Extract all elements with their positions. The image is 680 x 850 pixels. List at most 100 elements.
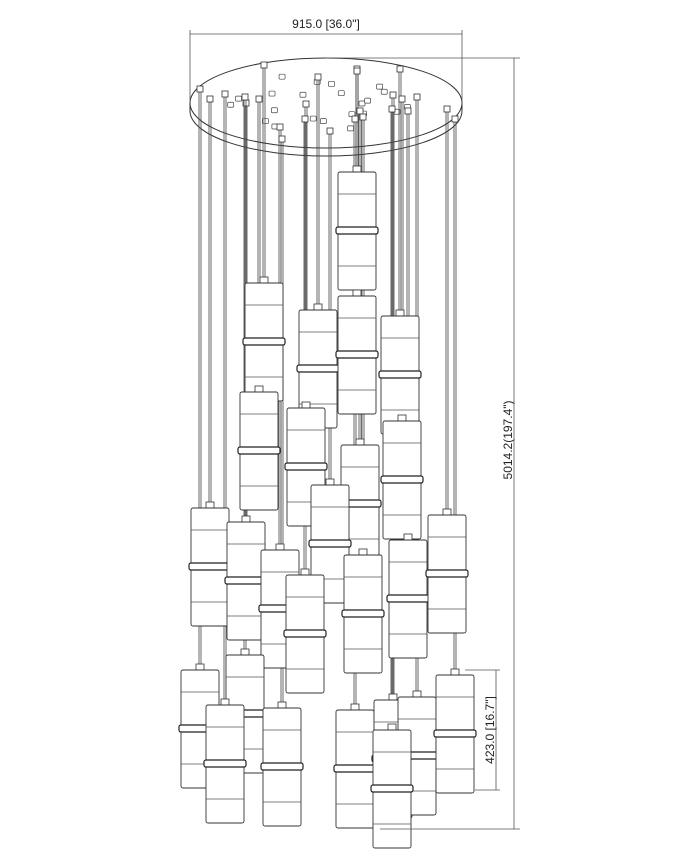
pendant-band bbox=[284, 462, 328, 471]
pendant-band bbox=[283, 629, 327, 638]
pendant-light bbox=[333, 703, 377, 829]
pendant-band bbox=[378, 370, 422, 379]
overall-height-label: 5014.2(197.4") bbox=[501, 401, 515, 480]
pendant-cap bbox=[352, 165, 362, 173]
pendant-band bbox=[260, 762, 304, 771]
canopy-port bbox=[364, 97, 371, 104]
cord-anchor bbox=[396, 65, 404, 73]
pendant-band bbox=[386, 594, 430, 603]
pendant-cap bbox=[355, 438, 365, 446]
pendant-light bbox=[308, 478, 352, 604]
pendant-cap bbox=[412, 690, 422, 698]
pendant-band bbox=[308, 539, 352, 548]
cord-anchor bbox=[302, 100, 310, 108]
overall-height-dimension: 5014.2(197.4") bbox=[326, 57, 520, 830]
canopy-port bbox=[309, 115, 317, 122]
pendant-cap bbox=[325, 478, 335, 486]
cord-anchor bbox=[196, 85, 204, 93]
pendant-band bbox=[242, 337, 286, 346]
pendant-band bbox=[380, 475, 424, 484]
width-dimension-label: 915.0 [36.0"] bbox=[292, 17, 360, 31]
canopy-port bbox=[299, 91, 307, 98]
pendant-band bbox=[341, 609, 385, 618]
pendant-cap bbox=[397, 414, 407, 422]
cord-anchor bbox=[206, 95, 214, 103]
pendant-cap bbox=[350, 703, 360, 711]
cord-anchor bbox=[276, 123, 284, 131]
pendant-cap bbox=[403, 533, 413, 541]
cord-anchor bbox=[443, 105, 451, 113]
cord-anchor bbox=[389, 91, 397, 99]
canopy-port bbox=[337, 90, 345, 97]
canopy-port bbox=[347, 125, 354, 132]
pendant-light bbox=[341, 548, 385, 674]
pendant-light bbox=[203, 698, 247, 824]
canopy-port bbox=[376, 83, 383, 90]
cord-anchor bbox=[255, 95, 263, 103]
pendant-cap bbox=[275, 543, 285, 551]
pendant-light bbox=[188, 501, 232, 627]
pendant-cap bbox=[241, 515, 251, 523]
cord-anchor bbox=[221, 90, 229, 98]
pendant-band bbox=[335, 226, 379, 235]
canopy-port bbox=[320, 118, 327, 125]
canopy-port bbox=[328, 80, 335, 87]
canopy-port bbox=[268, 90, 276, 97]
cord-anchor bbox=[351, 115, 359, 123]
pendant-cap bbox=[442, 508, 452, 516]
canopy-port bbox=[380, 88, 388, 95]
cord-anchor bbox=[398, 95, 406, 103]
canopy-port bbox=[235, 95, 242, 102]
pendant-cap bbox=[259, 276, 269, 284]
cord-anchor bbox=[353, 67, 361, 75]
pendant-cap bbox=[352, 289, 362, 297]
canopy-port bbox=[278, 73, 286, 80]
pendant-light bbox=[433, 668, 477, 794]
pendant-cap bbox=[387, 723, 397, 731]
pendant-band bbox=[425, 569, 469, 578]
cord-anchor bbox=[301, 115, 309, 123]
cord-anchor bbox=[260, 61, 268, 69]
pendant-band bbox=[333, 764, 377, 773]
pendant-light bbox=[223, 648, 267, 774]
cord-anchor bbox=[404, 107, 412, 115]
pendant-light bbox=[335, 289, 379, 415]
pendant-cap bbox=[254, 385, 264, 393]
canopy-port bbox=[227, 101, 235, 108]
pendant-cap bbox=[388, 693, 398, 701]
pendant-cap bbox=[220, 698, 230, 706]
pendant-light bbox=[237, 385, 281, 511]
pendant-cap bbox=[240, 648, 250, 656]
cord-anchor bbox=[451, 115, 459, 123]
pendant-light bbox=[370, 723, 414, 849]
pendant-light bbox=[380, 414, 424, 540]
canopy bbox=[189, 57, 463, 157]
pendant-light bbox=[242, 276, 286, 402]
pendant-band bbox=[433, 729, 477, 738]
canopy-port bbox=[358, 100, 366, 107]
pendant-light bbox=[425, 508, 469, 634]
pendant-cap bbox=[450, 668, 460, 676]
pendant-height-label: 423.0 [16.7"] bbox=[483, 696, 497, 764]
cord-anchor bbox=[326, 127, 334, 135]
pendant-cap bbox=[300, 568, 310, 576]
pendant-height-dimension: 423.0 [16.7"] bbox=[465, 669, 500, 791]
pendant-light bbox=[338, 438, 382, 564]
pendant-band bbox=[237, 446, 281, 455]
pendant-band bbox=[296, 364, 340, 373]
pendant-cap bbox=[313, 303, 323, 311]
cord-anchor bbox=[388, 105, 396, 113]
cord-anchor bbox=[359, 113, 367, 121]
pendant-cap bbox=[395, 309, 405, 317]
pendant-light bbox=[386, 533, 430, 659]
width-dimension: 915.0 [36.0"] bbox=[189, 17, 463, 100]
pendant-cap bbox=[195, 663, 205, 671]
pendant-cap bbox=[205, 501, 215, 509]
pendant-light bbox=[260, 701, 304, 827]
cord-anchor bbox=[314, 73, 322, 81]
cord-anchor bbox=[278, 135, 286, 143]
canopy-port bbox=[271, 107, 278, 114]
pendant-band bbox=[370, 784, 414, 793]
pendant-light bbox=[335, 165, 379, 291]
